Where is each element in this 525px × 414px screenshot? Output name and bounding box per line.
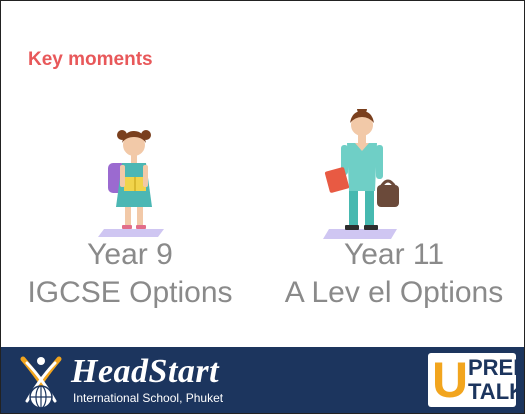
headstart-logo-icon: [20, 356, 62, 409]
milestone-option-label: A Lev el Options: [284, 276, 504, 309]
milestone-option-label: IGCSE Options: [27, 276, 233, 309]
older-student-icon: [323, 109, 399, 239]
milestone-year-label: Year 9: [87, 238, 173, 271]
slide-title: Key moments: [28, 49, 153, 70]
school-subtitle: International School, Phuket: [73, 391, 224, 405]
milestone-year11: Year 11 A Lev el Options: [263, 236, 524, 312]
school-name: HeadStart: [71, 353, 220, 390]
uprep-talk-text: TALK: [468, 379, 525, 404]
young-student-icon: [98, 130, 164, 237]
uprep-talk-logo: U PREP TALK: [428, 352, 524, 408]
footer-banner: HeadStart International School, Phuket U…: [1, 347, 524, 413]
milestone-year-label: Year 11: [343, 238, 445, 271]
uprep-prep-text: PREP: [468, 355, 525, 380]
uprep-letter: U: [432, 352, 469, 408]
milestone-year9: Year 9 IGCSE Options: [1, 236, 259, 312]
